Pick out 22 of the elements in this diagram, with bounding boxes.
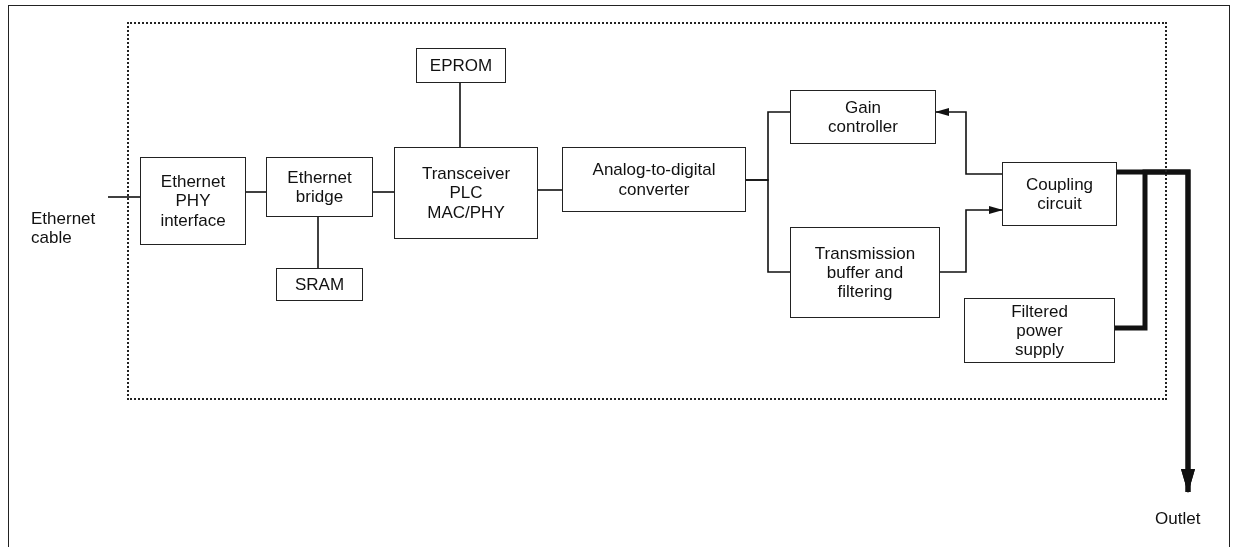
connector-line [459,82,461,148]
process-box: Ethernet bridge [266,157,373,217]
connector-line [537,189,563,191]
process-box: Filtered power supply [964,298,1115,363]
connector-line [317,216,319,269]
connector-line [107,196,141,198]
process-box: SRAM [276,268,363,301]
process-box: Coupling circuit [1002,162,1117,226]
connector-line [372,191,395,193]
connector-line [745,179,791,273]
process-box: Transceiver PLC MAC/PHY [394,147,538,239]
process-box: Transmission buffer and filtering [790,227,940,318]
connector-line [245,191,267,193]
arrow [935,108,1003,175]
terminal-label: Ethernet cable [28,197,108,247]
process-box: Gain controller [790,90,936,144]
arrow [939,206,1003,273]
board-outline [127,22,1167,400]
process-box: Analog-to-digital converter [562,147,746,212]
process-box: Ethernet PHY interface [140,157,246,245]
terminal-label: Outlet [1152,492,1220,528]
process-box: EPROM [416,48,506,83]
